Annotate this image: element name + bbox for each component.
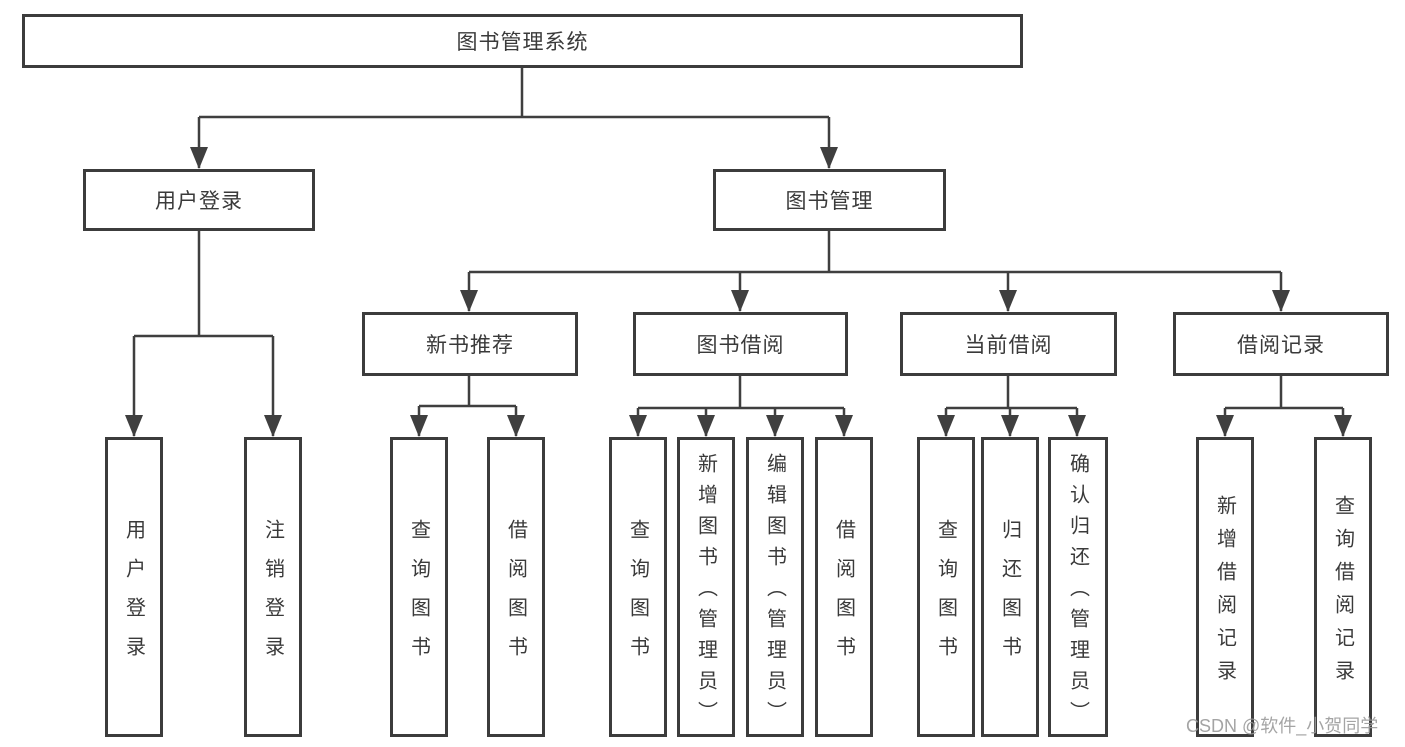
node-new-book-recommend-label: 新书推荐 <box>426 334 514 357</box>
leaf-borrow-query: 查询图书 <box>609 437 667 737</box>
node-borrow-records: 借阅记录 <box>1173 312 1389 376</box>
leaf-logout-label: 注销登录 <box>261 518 284 675</box>
leaf-user-login: 用户登录 <box>105 437 163 737</box>
connector-borrow-fork <box>638 376 844 410</box>
leaf-logout: 注销登录 <box>244 437 302 737</box>
node-current-borrow: 当前借阅 <box>900 312 1117 376</box>
leaf-current-return: 归还图书 <box>981 437 1039 737</box>
leaf-current-return-label: 归还图书 <box>998 518 1021 675</box>
leaf-newbook-borrow-label: 借阅图书 <box>504 518 527 675</box>
csdn-watermark: CSDN @软件_小贺同学 <box>1186 716 1379 736</box>
leaf-records-add: 新增借阅记录 <box>1196 437 1254 737</box>
node-current-borrow-label: 当前借阅 <box>964 334 1053 357</box>
connector-user-fork <box>134 231 273 338</box>
leaf-current-query: 查询图书 <box>917 437 975 737</box>
leaf-user-login-label: 用户登录 <box>122 518 145 675</box>
node-user-login-label: 用户登录 <box>155 190 243 213</box>
node-user-login: 用户登录 <box>83 169 315 231</box>
node-new-book-recommend: 新书推荐 <box>362 312 578 376</box>
leaf-current-confirm-admin-label: 确认归还（管理员） <box>1066 453 1089 732</box>
node-borrow-records-label: 借阅记录 <box>1237 334 1325 357</box>
leaf-borrow-query-label: 查询图书 <box>626 518 649 675</box>
connector-current-fork <box>946 376 1077 410</box>
leaf-borrow-add-admin: 新增图书（管理员） <box>677 437 735 737</box>
leaf-records-query: 查询借阅记录 <box>1314 437 1372 737</box>
node-root: 图书管理系统 <box>22 14 1023 68</box>
leaf-records-query-label: 查询借阅记录 <box>1331 494 1354 693</box>
node-book-borrow-label: 图书借阅 <box>696 334 785 357</box>
connector-mgmt-fork <box>469 231 1281 274</box>
leaf-current-confirm-admin: 确认归还（管理员） <box>1048 437 1108 737</box>
leaf-borrow-edit-admin: 编辑图书（管理员） <box>746 437 804 737</box>
connector-root-fork <box>199 68 829 119</box>
node-book-management-label: 图书管理 <box>785 190 874 213</box>
leaf-borrow-edit-admin-label: 编辑图书（管理员） <box>763 453 786 732</box>
node-book-management: 图书管理 <box>713 169 946 231</box>
connector-newbook-fork <box>419 376 516 408</box>
node-root-label: 图书管理系统 <box>456 31 589 54</box>
leaf-newbook-query-label: 查询图书 <box>407 518 430 675</box>
leaf-newbook-borrow: 借阅图书 <box>487 437 545 737</box>
leaf-records-add-label: 新增借阅记录 <box>1213 494 1236 693</box>
leaf-current-query-label: 查询图书 <box>934 518 957 675</box>
leaf-borrow-add-admin-label: 新增图书（管理员） <box>694 453 717 732</box>
node-book-borrow: 图书借阅 <box>633 312 848 376</box>
connector-records-fork <box>1225 376 1343 410</box>
leaf-borrow-borrow-label: 借阅图书 <box>832 518 855 675</box>
leaf-borrow-borrow: 借阅图书 <box>815 437 873 737</box>
leaf-newbook-query: 查询图书 <box>390 437 448 737</box>
